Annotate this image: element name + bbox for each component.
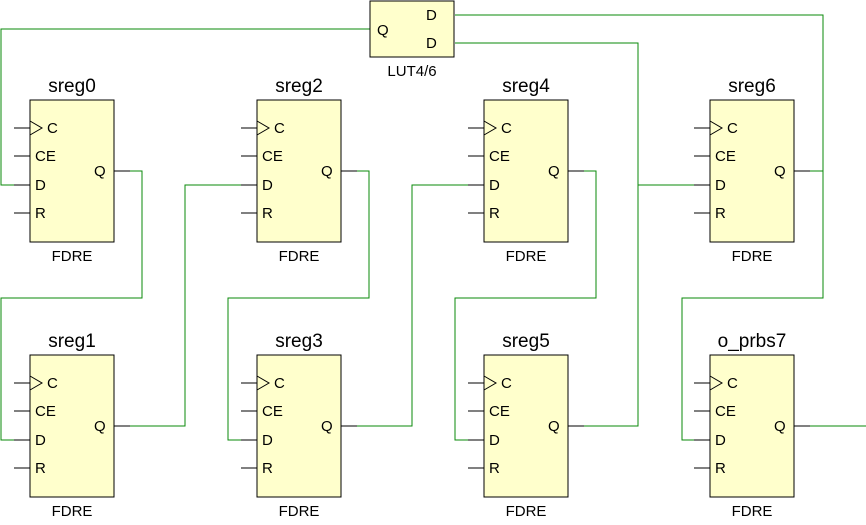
pin-c-label: C xyxy=(501,120,512,137)
lut-pin-d-upper-label: D xyxy=(426,7,437,24)
pin-c-label: C xyxy=(501,375,512,392)
pin-r-label: R xyxy=(715,205,726,222)
pin-d-label: D xyxy=(35,432,46,449)
clock-triangle-icon xyxy=(483,375,497,391)
cell-type-label: FDRE xyxy=(52,248,93,265)
cell-instance-name: sreg0 xyxy=(48,76,96,97)
clock-triangle-icon xyxy=(256,120,270,136)
cell-instance-name: sreg3 xyxy=(275,331,323,352)
pin-r-label: R xyxy=(489,205,500,222)
pin-r-label: R xyxy=(35,205,46,222)
cell-body[interactable] xyxy=(256,354,342,498)
cell-body[interactable] xyxy=(29,99,115,243)
pin-ce-label: CE xyxy=(262,403,283,420)
cell-body[interactable] xyxy=(483,354,569,498)
pin-ce-label: CE xyxy=(262,148,283,165)
pin-d-label: D xyxy=(35,177,46,194)
pin-d-label: D xyxy=(715,177,726,194)
pin-r-label: R xyxy=(262,205,273,222)
lut-cell[interactable]: Q D D LUT4/6 xyxy=(369,0,455,80)
cell-instance-name: sreg6 xyxy=(728,76,776,97)
cell-type-label: FDRE xyxy=(506,248,547,265)
cell-instance-name: sreg4 xyxy=(502,76,550,97)
pin-r-label: R xyxy=(262,460,273,477)
pin-ce-label: CE xyxy=(35,403,56,420)
pin-q-label: Q xyxy=(94,418,106,435)
clock-triangle-icon xyxy=(483,120,497,136)
cell-instance-name: sreg2 xyxy=(275,76,323,97)
pin-ce-label: CE xyxy=(715,148,736,165)
cell-type-label: FDRE xyxy=(506,503,547,520)
cell-type-label: FDRE xyxy=(279,248,320,265)
cell-type-label: FDRE xyxy=(732,503,773,520)
pin-q-label: Q xyxy=(94,163,106,180)
pin-q-label: Q xyxy=(548,418,560,435)
net-sreg6-q-to-oprbs7-d[interactable] xyxy=(681,170,824,441)
cell-body[interactable] xyxy=(29,354,115,498)
net-sreg6-q-to-lut-d[interactable] xyxy=(455,14,824,171)
clock-triangle-icon xyxy=(709,120,723,136)
pin-r-label: R xyxy=(715,460,726,477)
pin-q-label: Q xyxy=(774,163,786,180)
cell-body[interactable] xyxy=(709,99,795,243)
net-sreg5-q-to-sreg6-d[interactable] xyxy=(568,184,710,427)
pin-c-label: C xyxy=(274,120,285,137)
pin-d-label: D xyxy=(489,432,500,449)
clock-triangle-icon xyxy=(256,375,270,391)
pin-d-label: D xyxy=(489,177,500,194)
pin-q-label: Q xyxy=(321,163,333,180)
lut-body[interactable] xyxy=(369,0,455,58)
clock-triangle-icon xyxy=(29,375,43,391)
lut-pin-q-label: Q xyxy=(377,22,389,39)
pin-ce-label: CE xyxy=(35,148,56,165)
pin-r-label: R xyxy=(489,460,500,477)
pin-q-label: Q xyxy=(774,418,786,435)
cell-body[interactable] xyxy=(483,99,569,243)
pin-q-label: Q xyxy=(321,418,333,435)
pin-c-label: C xyxy=(727,375,738,392)
cell-body[interactable] xyxy=(256,99,342,243)
pin-ce-label: CE xyxy=(489,148,510,165)
clock-triangle-icon xyxy=(709,375,723,391)
lut-pin-d-lower-label: D xyxy=(426,35,437,52)
net-sreg5-q-to-lut-d[interactable] xyxy=(455,42,639,185)
net-sreg0-q-to-sreg1-d[interactable] xyxy=(0,170,143,441)
pin-d-label: D xyxy=(262,432,273,449)
pin-r-label: R xyxy=(35,460,46,477)
cell-type-label: FDRE xyxy=(52,503,93,520)
pin-q-label: Q xyxy=(548,163,560,180)
net-sreg2-q-to-sreg3-d[interactable] xyxy=(227,170,370,441)
cell-instance-name: o_prbs7 xyxy=(718,331,787,352)
pin-d-label: D xyxy=(715,432,726,449)
clock-triangle-icon xyxy=(29,120,43,136)
pin-c-label: C xyxy=(47,375,58,392)
net-sreg1-q-to-sreg2-d[interactable] xyxy=(114,184,257,427)
pin-ce-label: CE xyxy=(715,403,736,420)
net-sreg4-q-to-sreg5-d[interactable] xyxy=(454,170,597,441)
cell-instance-name: sreg5 xyxy=(502,331,550,352)
pin-d-label: D xyxy=(262,177,273,194)
pin-ce-label: CE xyxy=(489,403,510,420)
pin-c-label: C xyxy=(727,120,738,137)
cell-type-label: FDRE xyxy=(279,503,320,520)
net-sreg3-q-to-sreg4-d[interactable] xyxy=(341,184,484,427)
lut-type-label: LUT4/6 xyxy=(387,63,436,80)
cell-body[interactable] xyxy=(709,354,795,498)
cell-instance-name: sreg1 xyxy=(48,331,96,352)
pin-c-label: C xyxy=(47,120,58,137)
pin-c-label: C xyxy=(274,375,285,392)
cell-type-label: FDRE xyxy=(732,248,773,265)
